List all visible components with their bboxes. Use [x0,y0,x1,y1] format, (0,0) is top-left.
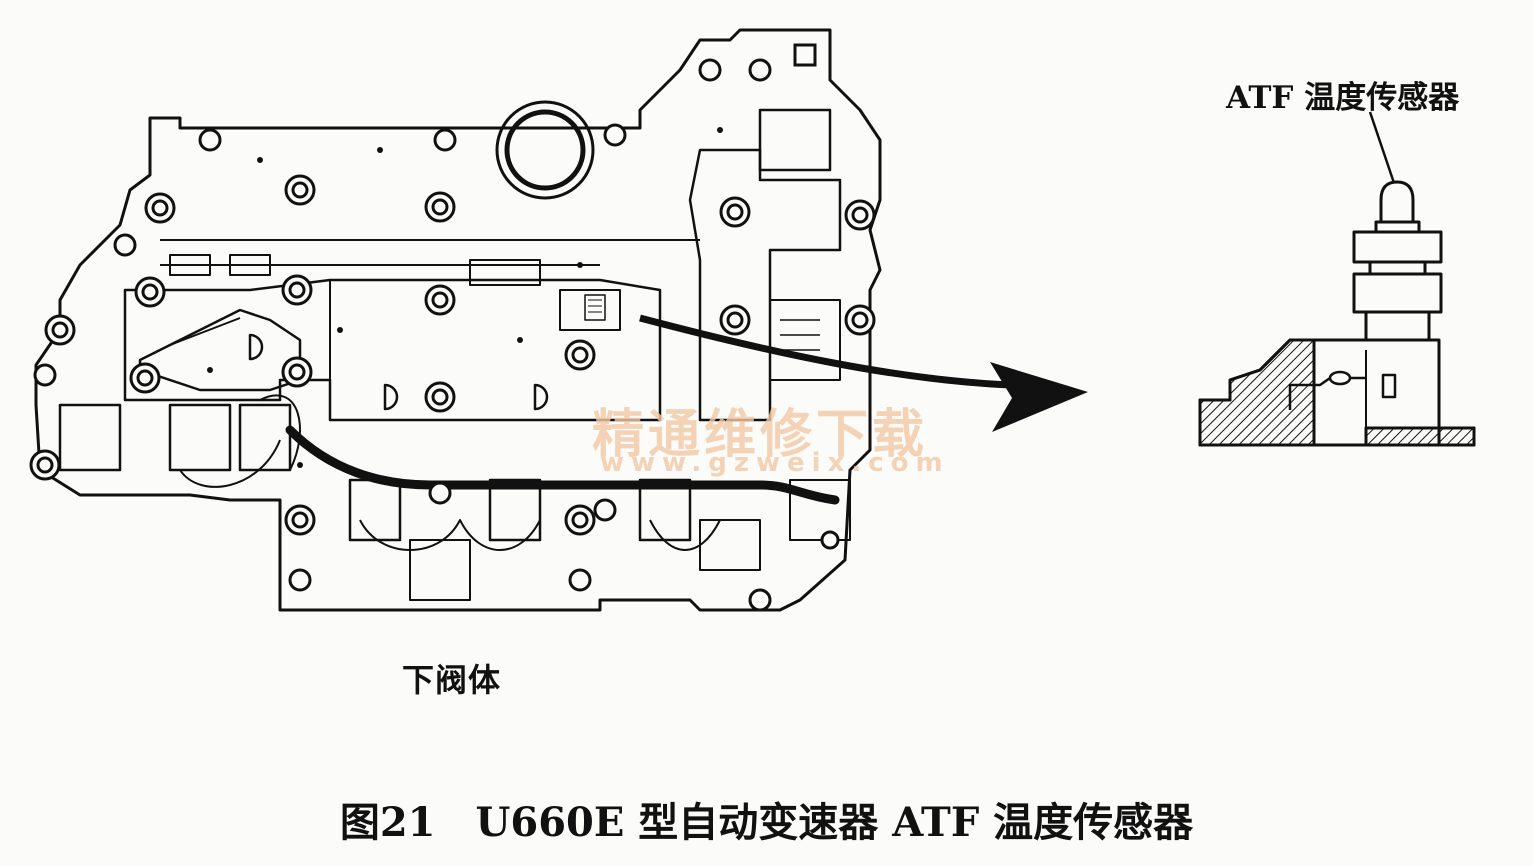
figure-caption: 图21 U660E 型自动变速器 ATF 温度传感器 [339,799,1194,846]
round-port [495,100,595,200]
wiring-harness [285,425,840,505]
lower-valve-body [34,28,882,612]
pointer-arrow-head [990,362,1088,432]
watermark-url: www.gzweix.com [600,448,950,478]
valve-body-label: 下阀体 [402,661,502,699]
small-rivets [207,127,723,468]
watermark-text: 精通维修下载 [592,405,929,465]
pointer-arrow-shaft [639,314,1011,389]
corner-tab [793,43,817,67]
sensor-leader-line [1368,111,1396,184]
atf-sensor-closeup [1198,180,1476,447]
bolt-holes [29,58,876,612]
sensor-label: ATF 温度传感器 [1226,80,1460,116]
